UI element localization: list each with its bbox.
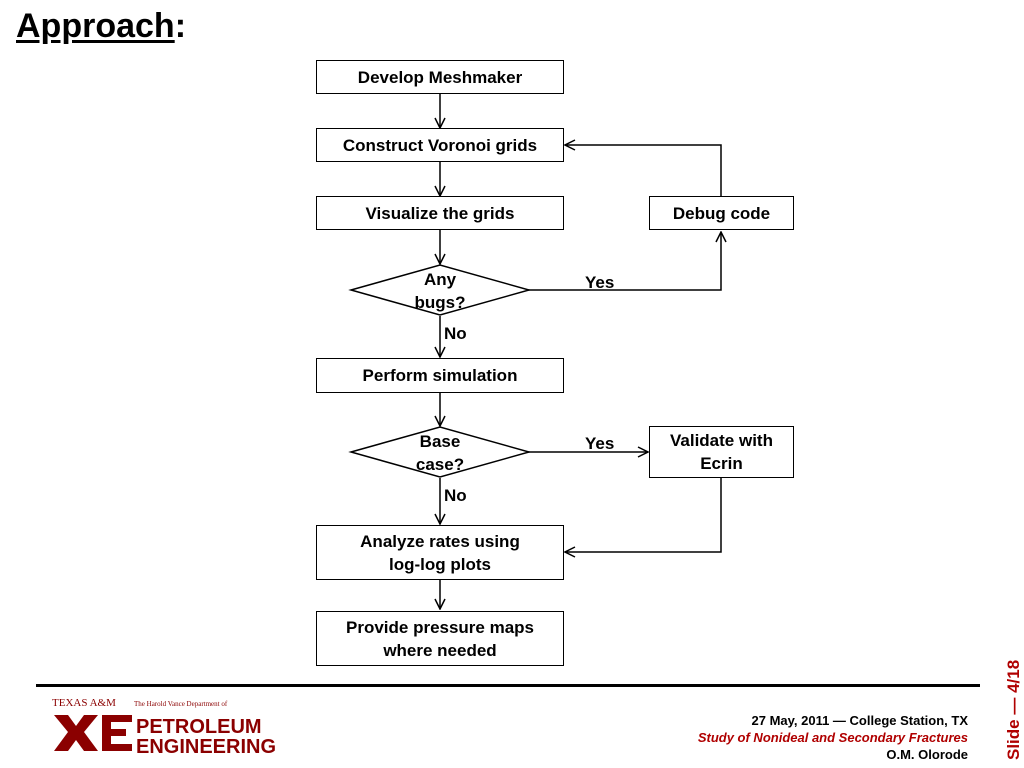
arrow-validate-to-analyze — [565, 478, 722, 552]
slide-title: Approach: — [16, 7, 187, 45]
node-construct-voronoi-grids: Construct Voronoi grids — [316, 128, 564, 162]
footer-talk-title: Study of Nonideal and Secondary Fracture… — [697, 730, 968, 745]
node-develop-meshmaker: Develop Meshmaker — [316, 60, 564, 94]
svg-text:ENGINEERING: ENGINEERING — [136, 736, 276, 758]
edge-label-base-no: No — [444, 486, 467, 505]
footer-date-location: 27 May, 2011 — College Station, TX — [751, 713, 969, 728]
arrow-bugs-yes-to-debug — [528, 232, 721, 291]
edge-label-bugs-no: No — [444, 324, 467, 343]
arrow-debug-to-construct — [565, 145, 722, 196]
node-perform-simulation: Perform simulation — [316, 358, 564, 393]
footer-divider — [36, 684, 980, 687]
svg-text:The Harold Vance Department of: The Harold Vance Department of — [134, 700, 228, 708]
footer-author: O.M. Olorode — [886, 747, 968, 762]
decision-diamond-any-bugs — [348, 264, 532, 316]
petroleum-engineering-logo: TEXAS A&M The Harold Vance Department of… — [52, 697, 276, 758]
svg-text:TEXAS A&M: TEXAS A&M — [52, 697, 116, 709]
node-debug-code: Debug code — [649, 196, 794, 230]
edge-label-bugs-yes: Yes — [585, 273, 615, 292]
decision-diamond-base-case — [348, 426, 532, 478]
slide-number: Slide — 4/18 — [1004, 659, 1023, 760]
node-visualize-grids: Visualize the grids — [316, 196, 564, 230]
svg-text:PETROLEUM: PETROLEUM — [136, 716, 262, 738]
edge-label-base-yes: Yes — [585, 434, 615, 453]
